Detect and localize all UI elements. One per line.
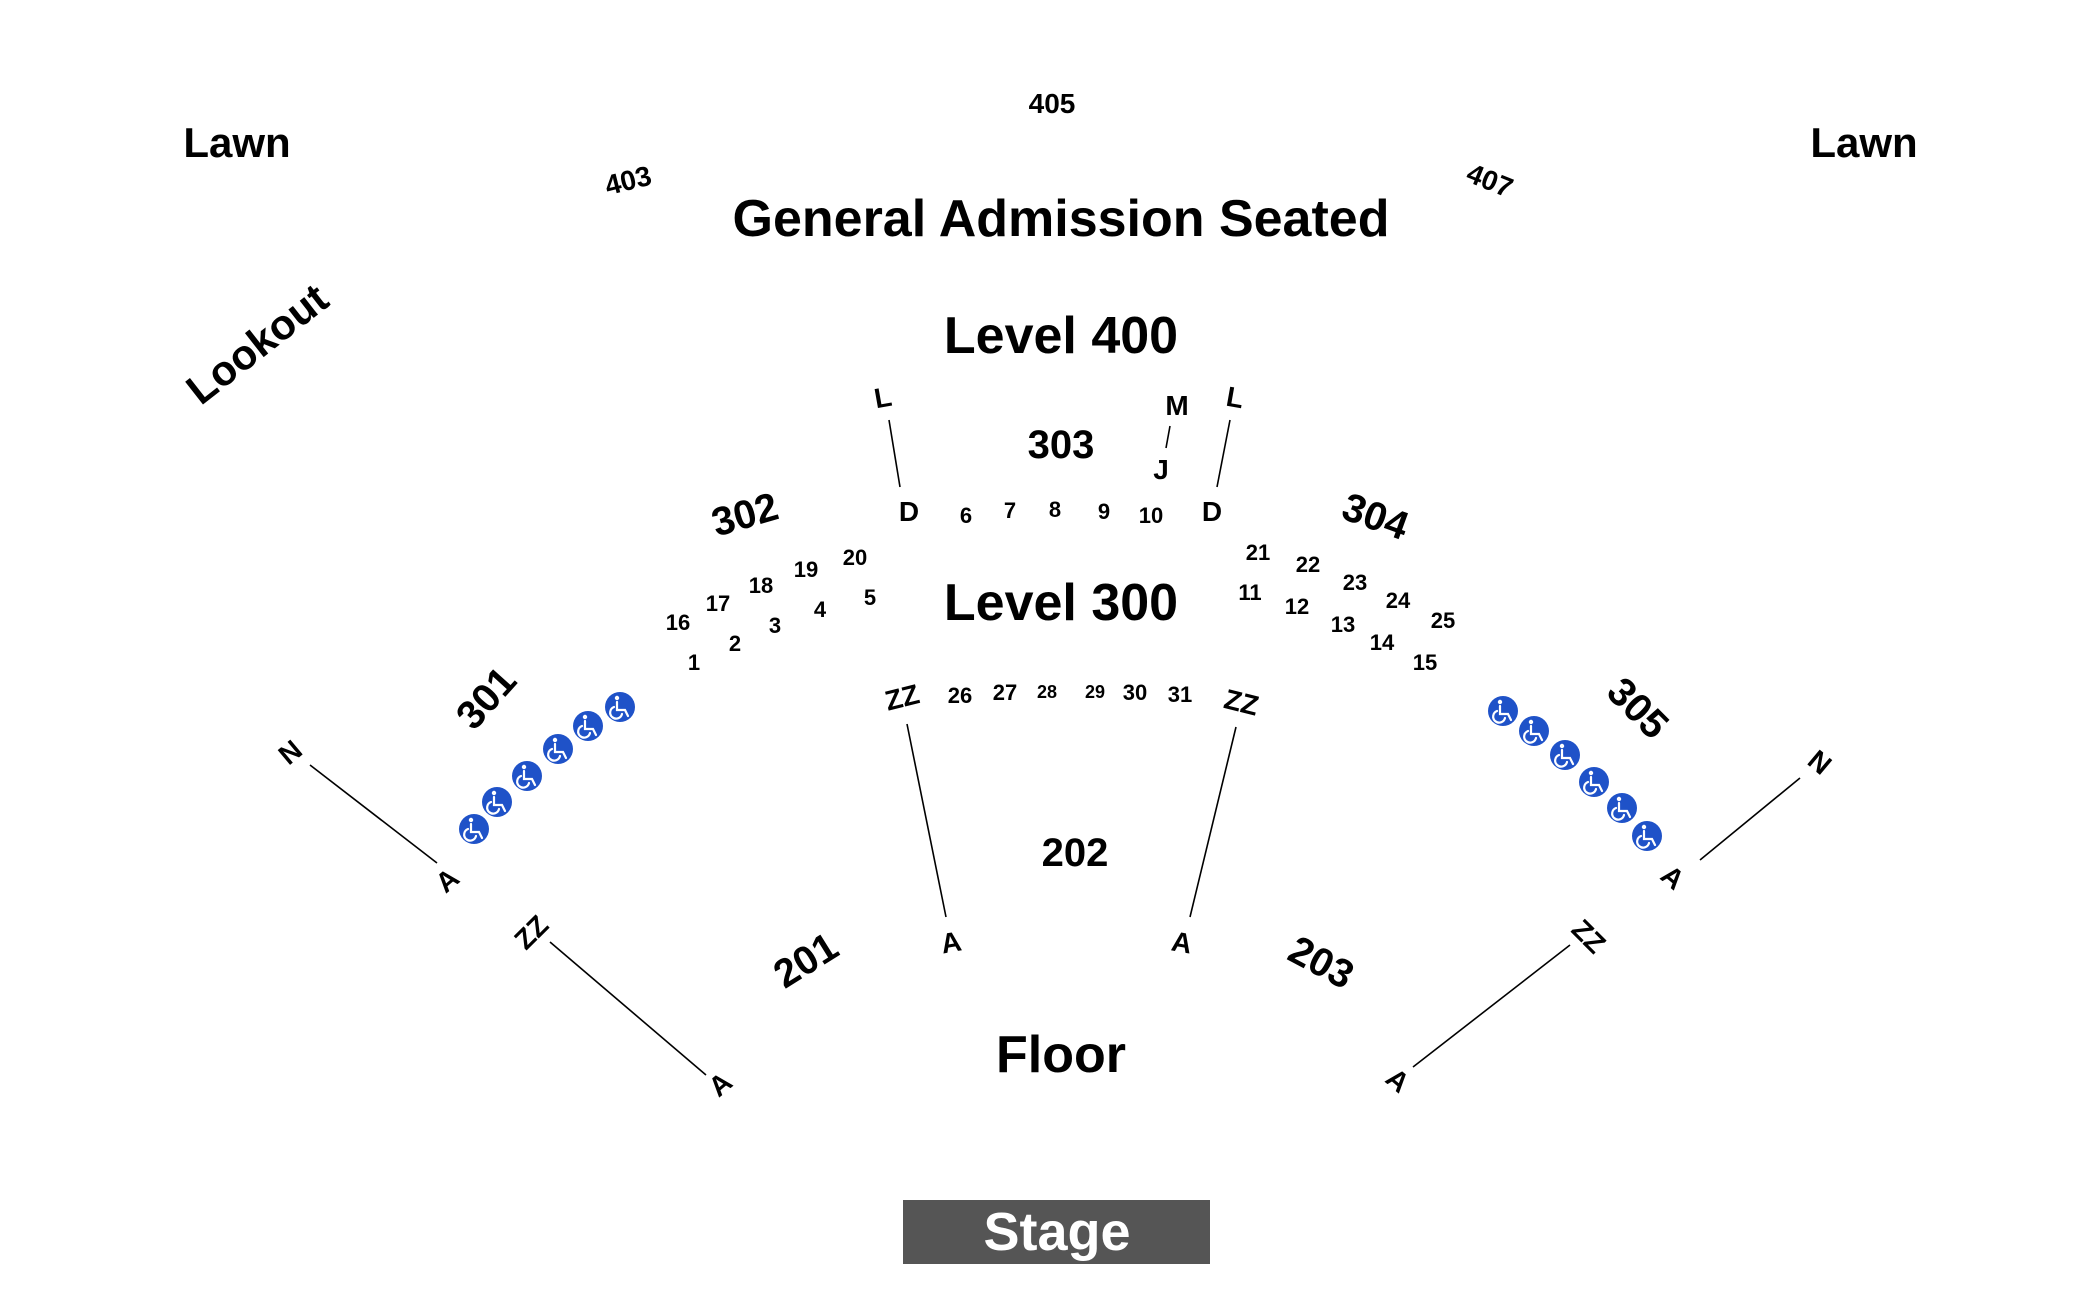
row-m-label: M <box>1165 390 1188 421</box>
section-201-label[interactable]: 201 <box>766 924 846 997</box>
wheelchair-accessible-icon[interactable] <box>1550 740 1580 770</box>
box-26-label[interactable]: 26 <box>948 683 972 708</box>
row-d-right-label: D <box>1202 496 1222 527</box>
row-zz-right-label: ZZ <box>1221 683 1262 721</box>
row-a-203-label: A <box>1380 1062 1415 1099</box>
box-19-label[interactable]: 19 <box>794 557 818 582</box>
section-303-label[interactable]: 303 <box>1028 423 1095 467</box>
box-3-label[interactable]: 3 <box>769 613 781 638</box>
general-admission-label[interactable]: General Admission Seated <box>733 190 1390 248</box>
section-405-label[interactable]: 405 <box>1029 88 1076 119</box>
row-l-right-label: L <box>1224 381 1246 415</box>
aisle-line-203 <box>1412 944 1571 1068</box>
box-11-label[interactable]: 11 <box>1238 580 1261 605</box>
section-203-label[interactable]: 203 <box>1281 928 1361 998</box>
row-a-305-label: A <box>1655 859 1690 896</box>
wheelchair-accessible-icon[interactable] <box>1632 821 1662 851</box>
row-a-202-left: A <box>938 925 963 959</box>
box-5-label[interactable]: 5 <box>864 585 876 610</box>
box-8-label[interactable]: 8 <box>1049 497 1061 522</box>
section-403-label[interactable]: 403 <box>602 160 655 201</box>
box-31-label[interactable]: 31 <box>1168 682 1192 707</box>
box-22-label[interactable]: 22 <box>1296 552 1320 577</box>
box-9-label[interactable]: 9 <box>1098 499 1110 524</box>
box-10-label[interactable]: 10 <box>1139 503 1163 528</box>
section-202-label[interactable]: 202 <box>1042 831 1109 875</box>
wheelchair-accessible-icon[interactable] <box>1607 793 1637 823</box>
box-2-label[interactable]: 2 <box>729 631 741 656</box>
section-301-label[interactable]: 301 <box>448 659 525 738</box>
aisle-line-202-left <box>906 723 947 918</box>
aisle-line-301 <box>309 764 438 864</box>
aisle-line-201 <box>549 941 707 1076</box>
aisle-line-303-left <box>888 419 901 488</box>
wheelchair-accessible-icon[interactable] <box>512 761 542 791</box>
box-12-label[interactable]: 12 <box>1285 594 1309 619</box>
box-15-label[interactable]: 15 <box>1413 650 1437 675</box>
box-20-label[interactable]: 20 <box>843 545 867 570</box>
level-400-label[interactable]: Level 400 <box>944 307 1178 365</box>
box-16-label[interactable]: 16 <box>666 610 690 635</box>
aisle-line-303-mid <box>1165 425 1171 449</box>
section-407-label[interactable]: 407 <box>1462 157 1517 203</box>
box-21-label[interactable]: 21 <box>1246 540 1270 565</box>
row-zz-203-label: ZZ <box>1566 913 1612 959</box>
box-24-label[interactable]: 24 <box>1386 588 1411 613</box>
row-n-305-label: N <box>1802 744 1837 781</box>
box-14-label[interactable]: 14 <box>1370 630 1395 655</box>
box-29-label[interactable]: 29 <box>1085 682 1105 702</box>
level-300-label[interactable]: Level 300 <box>944 574 1178 632</box>
lawn-right-label[interactable]: Lawn <box>1810 119 1917 166</box>
box-6-label[interactable]: 6 <box>960 503 972 528</box>
box-17-label[interactable]: 17 <box>706 591 730 616</box>
floor-label[interactable]: Floor <box>996 1026 1126 1084</box>
box-13-label[interactable]: 13 <box>1331 612 1355 637</box>
row-zz-201-label: ZZ <box>508 909 554 955</box>
box-1-label[interactable]: 1 <box>688 650 700 675</box>
stage <box>903 1200 1210 1264</box>
aisle-line-303-right <box>1216 419 1231 488</box>
wheelchair-accessible-icon[interactable] <box>1488 696 1518 726</box>
lookout-label[interactable]: Lookout <box>177 274 336 413</box>
wheelchair-accessible-icon[interactable] <box>482 787 512 817</box>
section-304-label[interactable]: 304 <box>1336 485 1414 549</box>
lawn-left-label[interactable]: Lawn <box>183 119 290 166</box>
row-zz-left-label: ZZ <box>882 678 923 716</box>
wheelchair-accessible-icon[interactable] <box>573 711 603 741</box>
aisle-line-305 <box>1699 777 1801 861</box>
box-25-label[interactable]: 25 <box>1431 608 1455 633</box>
wheelchair-accessible-icon[interactable] <box>1519 716 1549 746</box>
row-l-left-label: L <box>872 381 894 415</box>
box-18-label[interactable]: 18 <box>749 573 773 598</box>
box-28-label[interactable]: 28 <box>1037 682 1057 702</box>
row-n-301-label: N <box>273 734 308 771</box>
section-305-label[interactable]: 305 <box>1598 669 1676 747</box>
row-a-301-label: A <box>430 862 465 899</box>
box-23-label[interactable]: 23 <box>1343 570 1367 595</box>
wheelchair-accessible-icon[interactable] <box>1579 767 1609 797</box>
section-302-label[interactable]: 302 <box>707 485 783 546</box>
box-30-label[interactable]: 30 <box>1123 680 1147 705</box>
row-a-202-right: A <box>1169 925 1194 959</box>
aisle-line-202-right <box>1189 726 1237 918</box>
row-d-left-label: D <box>899 496 919 527</box>
box-27-label[interactable]: 27 <box>993 680 1017 705</box>
box-7-label[interactable]: 7 <box>1004 498 1016 523</box>
wheelchair-accessible-icon[interactable] <box>459 814 489 844</box>
wheelchair-accessible-icon[interactable] <box>543 734 573 764</box>
stage-label: Stage <box>983 1202 1130 1262</box>
row-a-201-label: A <box>703 1066 738 1103</box>
row-j-label: J <box>1153 454 1169 485</box>
wheelchair-accessible-icon[interactable] <box>605 692 635 722</box>
box-4-label[interactable]: 4 <box>814 597 827 622</box>
